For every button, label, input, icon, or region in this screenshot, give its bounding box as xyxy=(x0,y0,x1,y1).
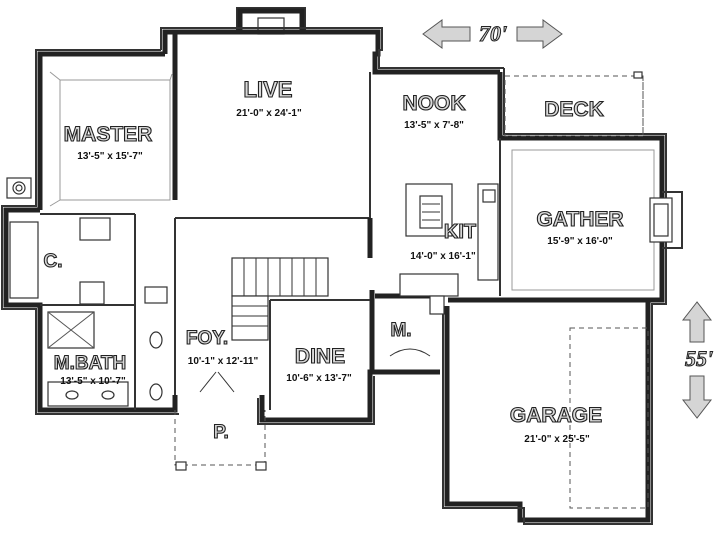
interior-walls xyxy=(40,34,501,410)
nook-size: 13'-5" x 7'-8" xyxy=(404,120,464,131)
porch-label: P. xyxy=(213,422,229,443)
exterior-wall-outline xyxy=(1,27,667,525)
garage-door-outline xyxy=(569,327,649,509)
porch-outline xyxy=(174,410,267,471)
front-door xyxy=(199,371,235,393)
dine-size: 10'-6" x 13'-7" xyxy=(286,373,352,384)
kit-size: 14'-0" x 16'-1" xyxy=(410,251,476,262)
deck-outline xyxy=(504,71,644,137)
mbath-size: 13'-5" x 10'-7" xyxy=(60,376,126,387)
gather-fireplace xyxy=(649,191,683,249)
kit-label: KIT xyxy=(444,221,476,243)
kitchen-fixtures xyxy=(399,183,499,315)
live-size: 21'-0" x 24'-1" xyxy=(236,108,302,119)
dine-label: DINE xyxy=(295,345,345,368)
garage-label: GARAGE xyxy=(510,404,602,427)
bath-fixtures xyxy=(9,217,168,407)
foyer-label: FOY. xyxy=(186,328,228,349)
depth-label: 55' xyxy=(685,346,713,371)
up-arrow-icon xyxy=(681,301,713,343)
room-labels: LIVE 21'-0" x 24'-1" MASTER 13'-5" x 15'… xyxy=(43,76,624,445)
gather-size: 15'-9" x 16'-0" xyxy=(547,236,613,247)
down-arrow-icon xyxy=(681,375,713,419)
closet-label: C. xyxy=(44,251,63,272)
depth-dimension: 55' xyxy=(681,301,714,419)
mud-label: M. xyxy=(390,320,411,341)
left-arrow-icon xyxy=(422,19,471,49)
mbath-label: M.BATH xyxy=(54,353,126,374)
exterior-vent-icon xyxy=(6,177,32,199)
right-arrow-icon xyxy=(516,19,563,49)
deck-label: DECK xyxy=(544,98,604,121)
mud-door xyxy=(389,348,431,357)
width-label: 70' xyxy=(479,21,507,46)
nook-label: NOOK xyxy=(403,92,466,115)
master-label: MASTER xyxy=(64,123,153,146)
width-dimension: 70' xyxy=(422,19,563,49)
gather-label: GATHER xyxy=(536,208,623,231)
staircase xyxy=(231,257,329,341)
master-size: 13'-5" x 15'-7" xyxy=(77,151,143,162)
foyer-size: 10'-1" x 12'-11" xyxy=(188,356,259,367)
garage-size: 21'-0" x 25'-5" xyxy=(524,434,590,445)
live-label: LIVE xyxy=(244,77,293,102)
